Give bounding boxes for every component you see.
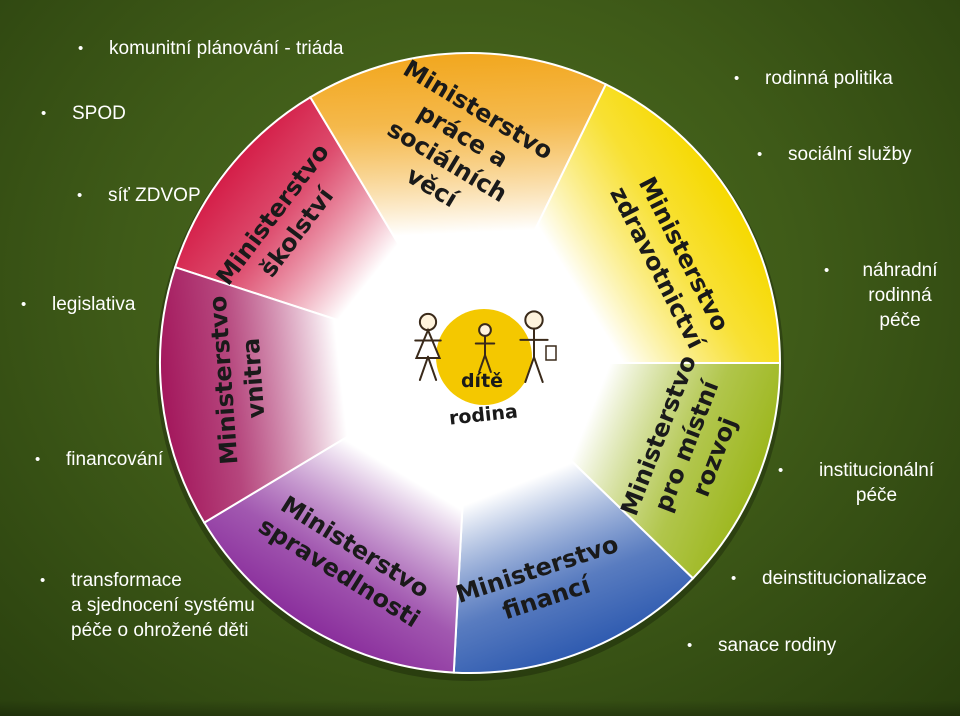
topic-zdvop-network: síť ZDVOP (77, 183, 201, 208)
topic-substitute-family-care-line-1: náhradní (862, 260, 938, 281)
topic-community-planning: komunitní plánování - triáda (78, 36, 344, 61)
topic-social-services: sociální služby (757, 142, 911, 167)
ministry-segment-2 (308, 52, 608, 366)
topic-substitute-family-care: náhradní rodinná péče (824, 258, 945, 333)
center-child-label: dítě (461, 370, 503, 392)
topic-transformation: transformace a sjednocení systému péče o… (40, 568, 255, 643)
topic-spod: SPOD (41, 101, 126, 126)
topic-family-rehabilitation: sanace rodiny (687, 633, 836, 658)
topic-financing: financování (35, 447, 163, 472)
topic-transformation-line-2: a sjednocení systému (71, 595, 255, 616)
child-figure-icon (474, 323, 496, 373)
topic-transformation-line-3: péče o ohrožené děti (71, 620, 249, 641)
topic-deinstitutionalization: deinstitucionalizace (731, 566, 927, 591)
mother-figure-icon (414, 312, 442, 381)
father-figure-icon (519, 310, 549, 383)
topic-substitute-family-care-line-3: péče (879, 310, 921, 331)
ministry-segment-7 (159, 265, 473, 525)
topic-institutional-care: institucionální péče (778, 458, 944, 508)
bag-icon (545, 345, 557, 361)
topic-legislation: legislativa (21, 292, 136, 317)
ministry-segment-3 (468, 83, 782, 364)
topic-institutional-care-line-2: péče (855, 485, 898, 506)
topic-substitute-family-care-line-2: rodinná (868, 285, 932, 306)
topic-transformation-line-1: transformace (71, 570, 182, 591)
ministry-label-7-line-2: vnitra (237, 337, 271, 419)
topic-family-policy: rodinná politika (734, 66, 893, 91)
ministry-segment-1 (173, 95, 473, 365)
topic-institutional-care-line-1: institucionální (818, 460, 935, 481)
ministry-segment-6 (202, 361, 472, 674)
